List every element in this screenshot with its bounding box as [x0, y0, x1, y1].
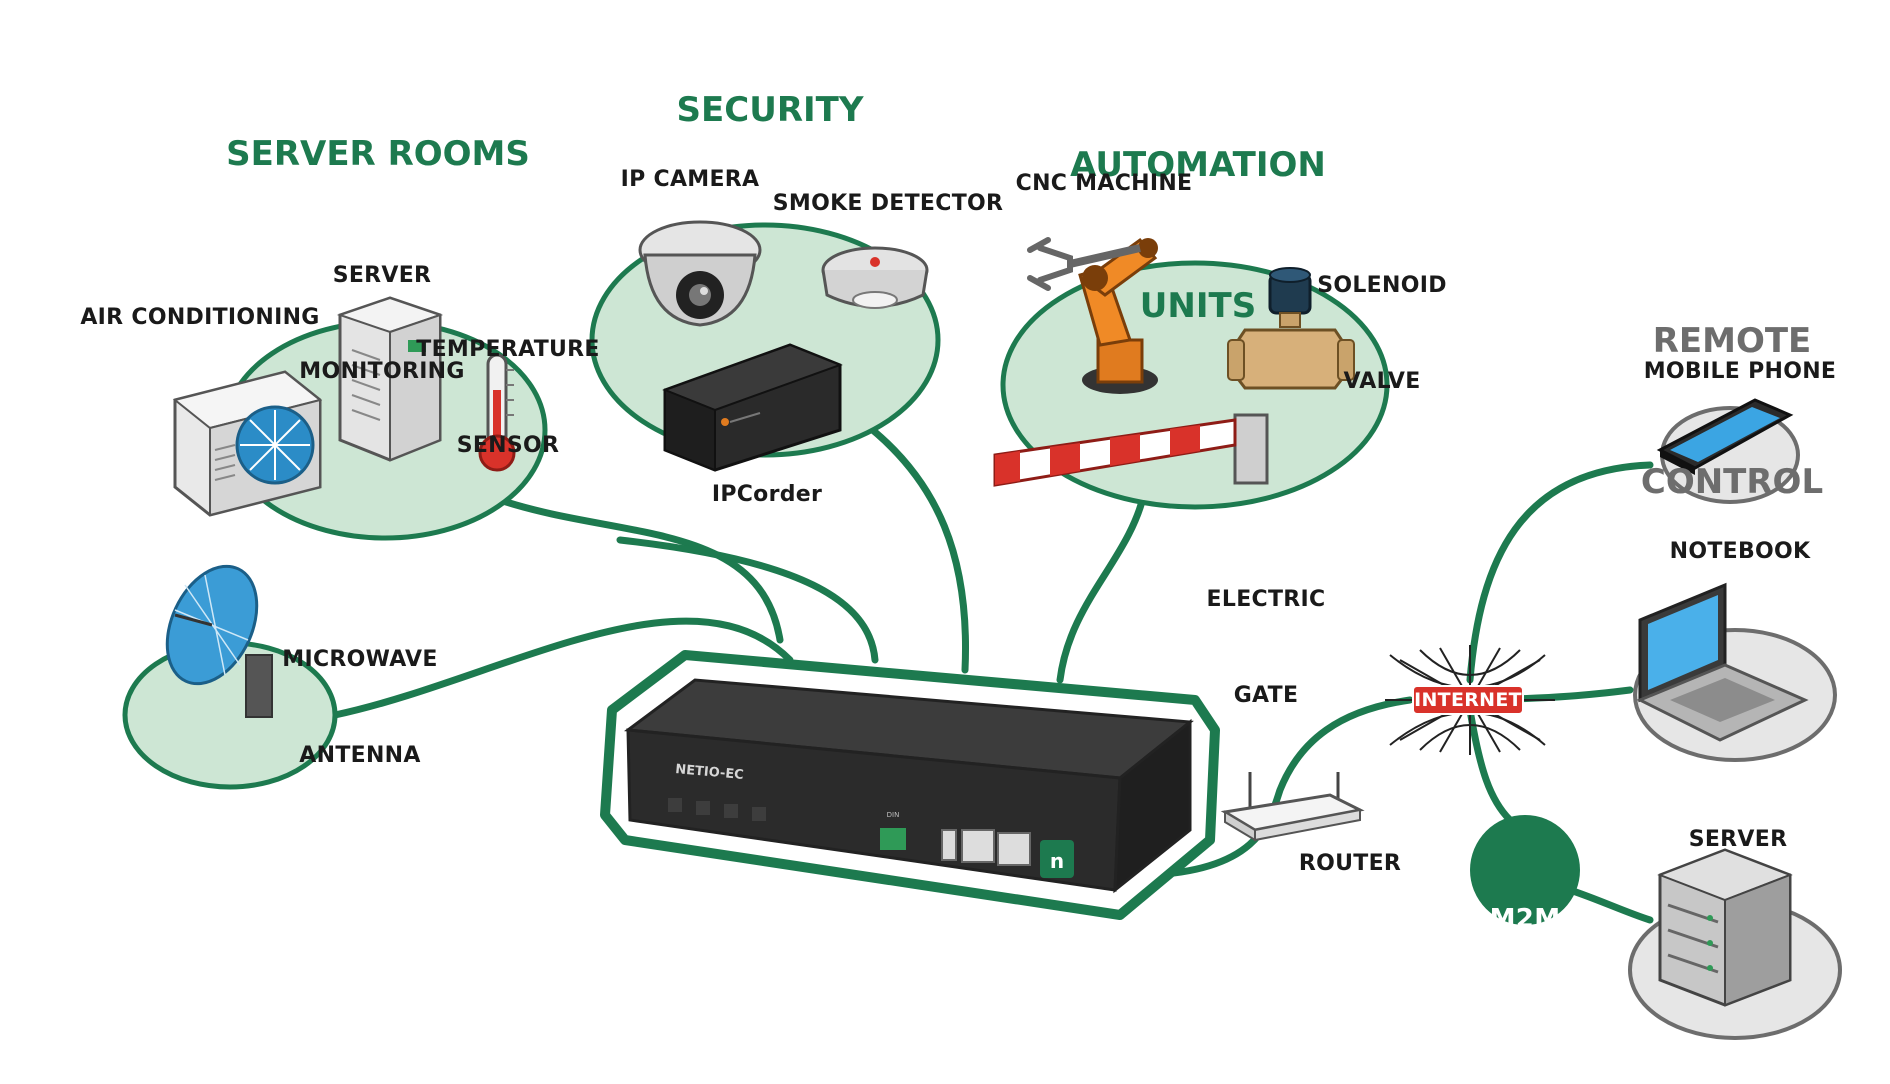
main-unit-port-caption: DIN	[887, 811, 900, 819]
link-server-rooms	[496, 496, 784, 644]
m2m-api-label-line-2: API	[1500, 1006, 1550, 1036]
air-conditioner-icon	[172, 370, 323, 517]
solenoid-valve-label-line-1: SOLENOID	[1317, 273, 1447, 298]
connection-lines	[331, 416, 1654, 924]
link-server-rooms-2	[616, 536, 879, 664]
internet-badge	[1412, 685, 1524, 715]
laptop-icon	[1636, 582, 1809, 742]
temperature-sensor-label-line-2: SENSOR	[456, 433, 560, 458]
temperature-sensor-label-line-1: TEMPERATURE	[416, 337, 600, 362]
air-conditioning-label: AIR CONDITIONING	[80, 305, 320, 330]
m2m-api-circle	[1470, 815, 1580, 925]
barrier-gate-icon	[993, 413, 1269, 487]
netio-controller-icon: n NETIO-EC DIN	[600, 650, 1220, 920]
temperature-sensor-label: TEMPERATURE SENSOR	[416, 270, 599, 494]
automation-heading-line-1: AUTOMATION	[1070, 145, 1326, 185]
server-rooms-heading: SERVER ROOMS	[226, 134, 530, 174]
automation-heading: AUTOMATION UNITS	[1070, 48, 1326, 377]
router-icon	[1220, 772, 1365, 842]
smartphone-icon	[1656, 398, 1794, 475]
dome-camera-icon	[638, 220, 762, 327]
satellite-dish-icon	[165, 564, 273, 718]
link-m2m	[1466, 706, 1514, 824]
microwave-antenna-label: MICROWAVE ANTENNA	[282, 580, 437, 804]
ip-camera-label: IP CAMERA	[620, 167, 760, 192]
internet-label: INTERNET	[1414, 689, 1522, 711]
m2m-api-label-line-1: M2M	[1489, 904, 1561, 934]
smoke-detector-label: SMOKE DETECTOR	[772, 191, 1004, 216]
link-security	[856, 416, 970, 674]
server-label: SERVER	[1688, 827, 1788, 852]
notebook-label: NOTEBOOK	[1669, 539, 1811, 564]
microwave-antenna-label-line-2: ANTENNA	[299, 743, 421, 768]
server-monitoring-label-line-2: MONITORING	[299, 359, 465, 384]
automation-heading-line-2: UNITS	[1139, 286, 1257, 326]
solenoid-valve-label: SOLENOID VALVE	[1317, 206, 1447, 430]
solenoid-valve-label-line-2: VALVE	[1343, 369, 1421, 394]
main-unit-brand: NETIO-EC	[675, 762, 745, 783]
electric-gate-label: ELECTRIC GATE	[1207, 520, 1326, 744]
server-cabinet-icon	[336, 296, 444, 462]
server-monitoring-label-line-1: SERVER	[332, 263, 432, 288]
link-automation	[1056, 486, 1149, 684]
link-router	[1146, 696, 1414, 879]
router-label: ROUTER	[1298, 851, 1402, 876]
link-antenna	[331, 617, 794, 719]
smoke-detector-icon	[821, 246, 929, 309]
thermometer-icon	[478, 353, 516, 472]
m2m-api-label: M2M API	[1490, 834, 1561, 1072]
valve-icon	[1227, 267, 1355, 390]
svg-text:n: n	[1050, 849, 1064, 873]
ipcorder-label: IPCorder	[711, 482, 823, 507]
recorder-box-icon	[662, 343, 843, 472]
electric-gate-label-line-1: ELECTRIC	[1206, 587, 1326, 612]
remote-control-heading-line-1: REMOTE	[1652, 321, 1812, 361]
security-heading: SECURITY	[676, 90, 864, 130]
robot-arm-icon	[1027, 237, 1158, 394]
remote-control-heading: REMOTE CONTROL	[1641, 224, 1823, 553]
link-phone	[1466, 461, 1654, 684]
microwave-antenna-label-line-1: MICROWAVE	[282, 647, 438, 672]
remote-control-heading-line-2: CONTROL	[1640, 462, 1824, 502]
cnc-machine-label: CNC MACHINE	[1015, 171, 1193, 196]
server-monitoring-label: SERVER MONITORING	[299, 196, 465, 420]
electric-gate-label-line-2: GATE	[1233, 683, 1299, 708]
server-tower-icon	[1657, 848, 1793, 1007]
link-server	[1566, 886, 1654, 924]
mobile-phone-label: MOBILE PHONE	[1643, 359, 1837, 384]
